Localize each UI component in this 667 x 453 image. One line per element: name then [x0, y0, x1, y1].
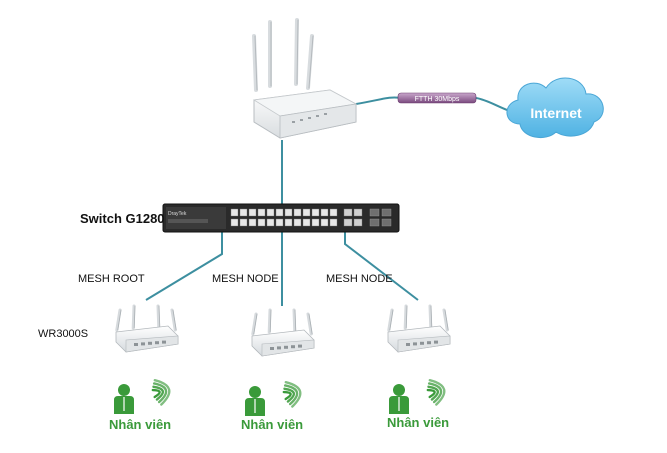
- employee-label-3: Nhân viên: [387, 415, 450, 430]
- wifi-signal-icon: [282, 380, 302, 408]
- cables: [145, 96, 523, 306]
- access-point-icon: [251, 308, 315, 357]
- switch-icon: DrayTek: [162, 203, 400, 233]
- person-icon: [389, 384, 409, 414]
- mesh-node-label-2: MESH NODE: [326, 273, 393, 285]
- wifi-signal-icon: [426, 378, 446, 406]
- switch-root-cable: [145, 232, 223, 301]
- cloud-label: Internet: [530, 105, 582, 121]
- router-icon: [252, 18, 358, 139]
- access-point-icon: [387, 304, 451, 353]
- svg-text:DrayTek: DrayTek: [168, 211, 187, 217]
- mesh-node-label-1: MESH NODE: [212, 273, 279, 285]
- access-point-icon: [115, 304, 179, 353]
- employee-label-2: Nhân viên: [241, 417, 304, 432]
- mesh-root-label: MESH ROOT: [78, 273, 145, 285]
- fiber-link-tag: FTTH 30Mbps: [397, 92, 477, 104]
- switch-node2-cable: [344, 232, 419, 301]
- link-label: FTTH 30Mbps: [415, 96, 460, 103]
- cloud-icon: Internet: [506, 77, 604, 139]
- person-icon: [245, 386, 265, 416]
- employee-label-1: Nhân viên: [109, 417, 172, 432]
- person-icon: [114, 384, 134, 414]
- switch-label: Switch G1280: [80, 211, 165, 226]
- wifi-signal-icon: [151, 378, 171, 406]
- ap-model-label: WR3000S: [38, 328, 89, 340]
